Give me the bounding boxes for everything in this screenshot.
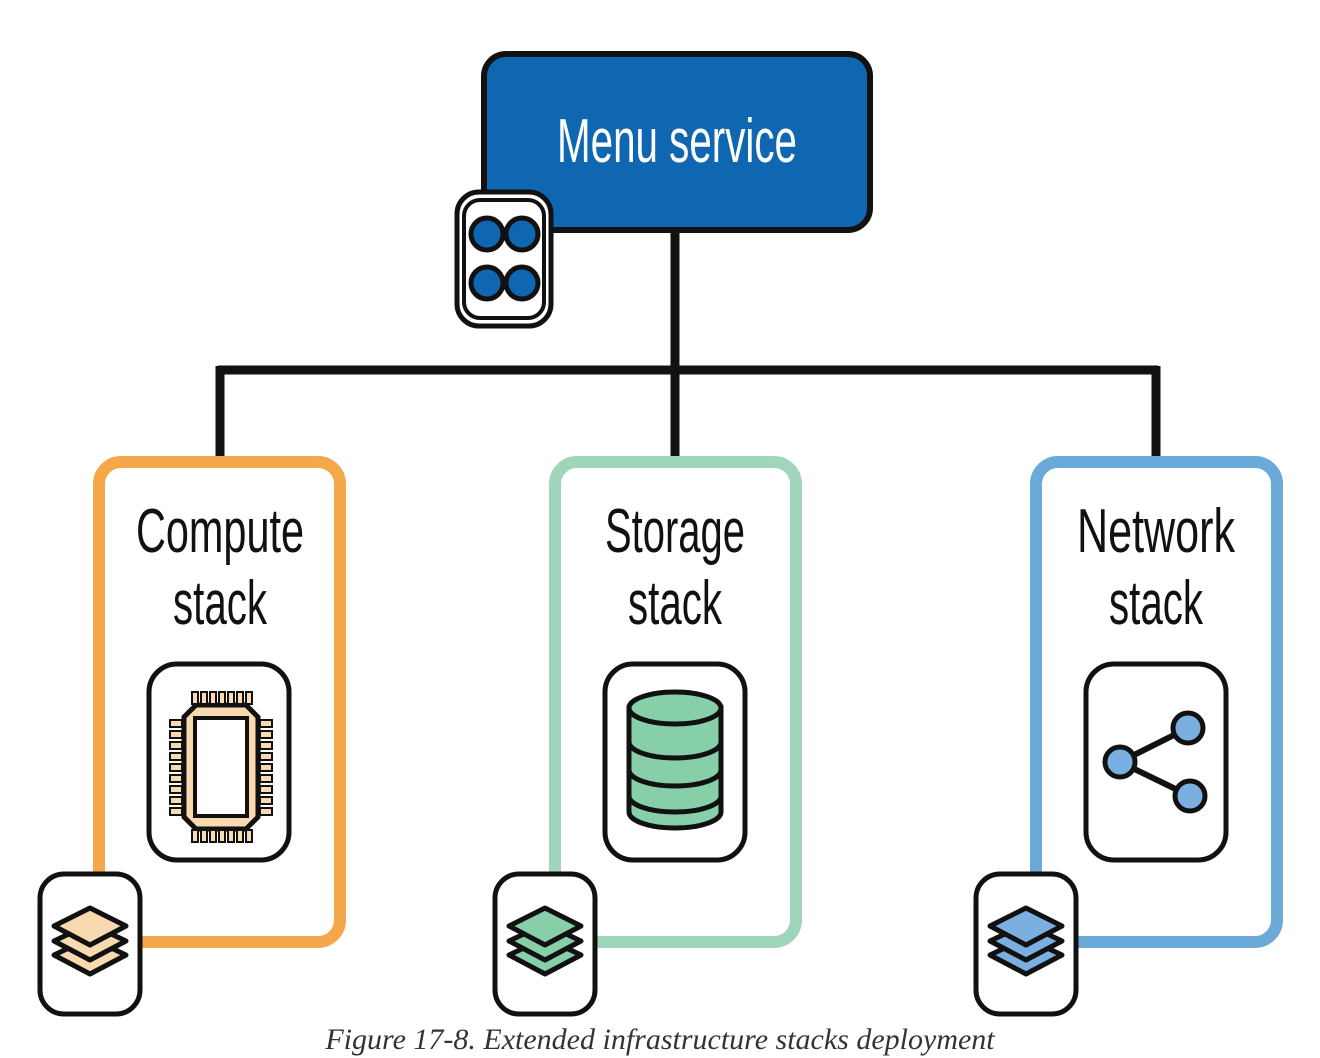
cpu-chip-icon: [146, 661, 292, 863]
storage-stack-label-line2: stack: [628, 569, 723, 638]
four-dots-icon: [454, 189, 554, 329]
compute-stack-label-line2: stack: [173, 569, 268, 638]
connector-lines: [215, 228, 1161, 460]
compute-stack-label-line1: Compute: [136, 497, 304, 566]
compute-layers-icon: [37, 871, 143, 1017]
network-stack-label-line2: stack: [1109, 569, 1204, 638]
network-layers-icon: [973, 871, 1079, 1017]
storage-layers-icon: [492, 871, 598, 1017]
database-icon: [602, 661, 748, 863]
menu-service-node: Menu service: [481, 51, 873, 233]
network-stack-label-line1: Network: [1077, 497, 1236, 566]
storage-stack-label-line1: Storage: [605, 497, 745, 566]
menu-service-label: Menu service: [557, 107, 797, 176]
share-network-icon: [1083, 661, 1229, 863]
figure-caption: Figure 17-8. Extended infrastructure sta…: [325, 1023, 995, 1056]
